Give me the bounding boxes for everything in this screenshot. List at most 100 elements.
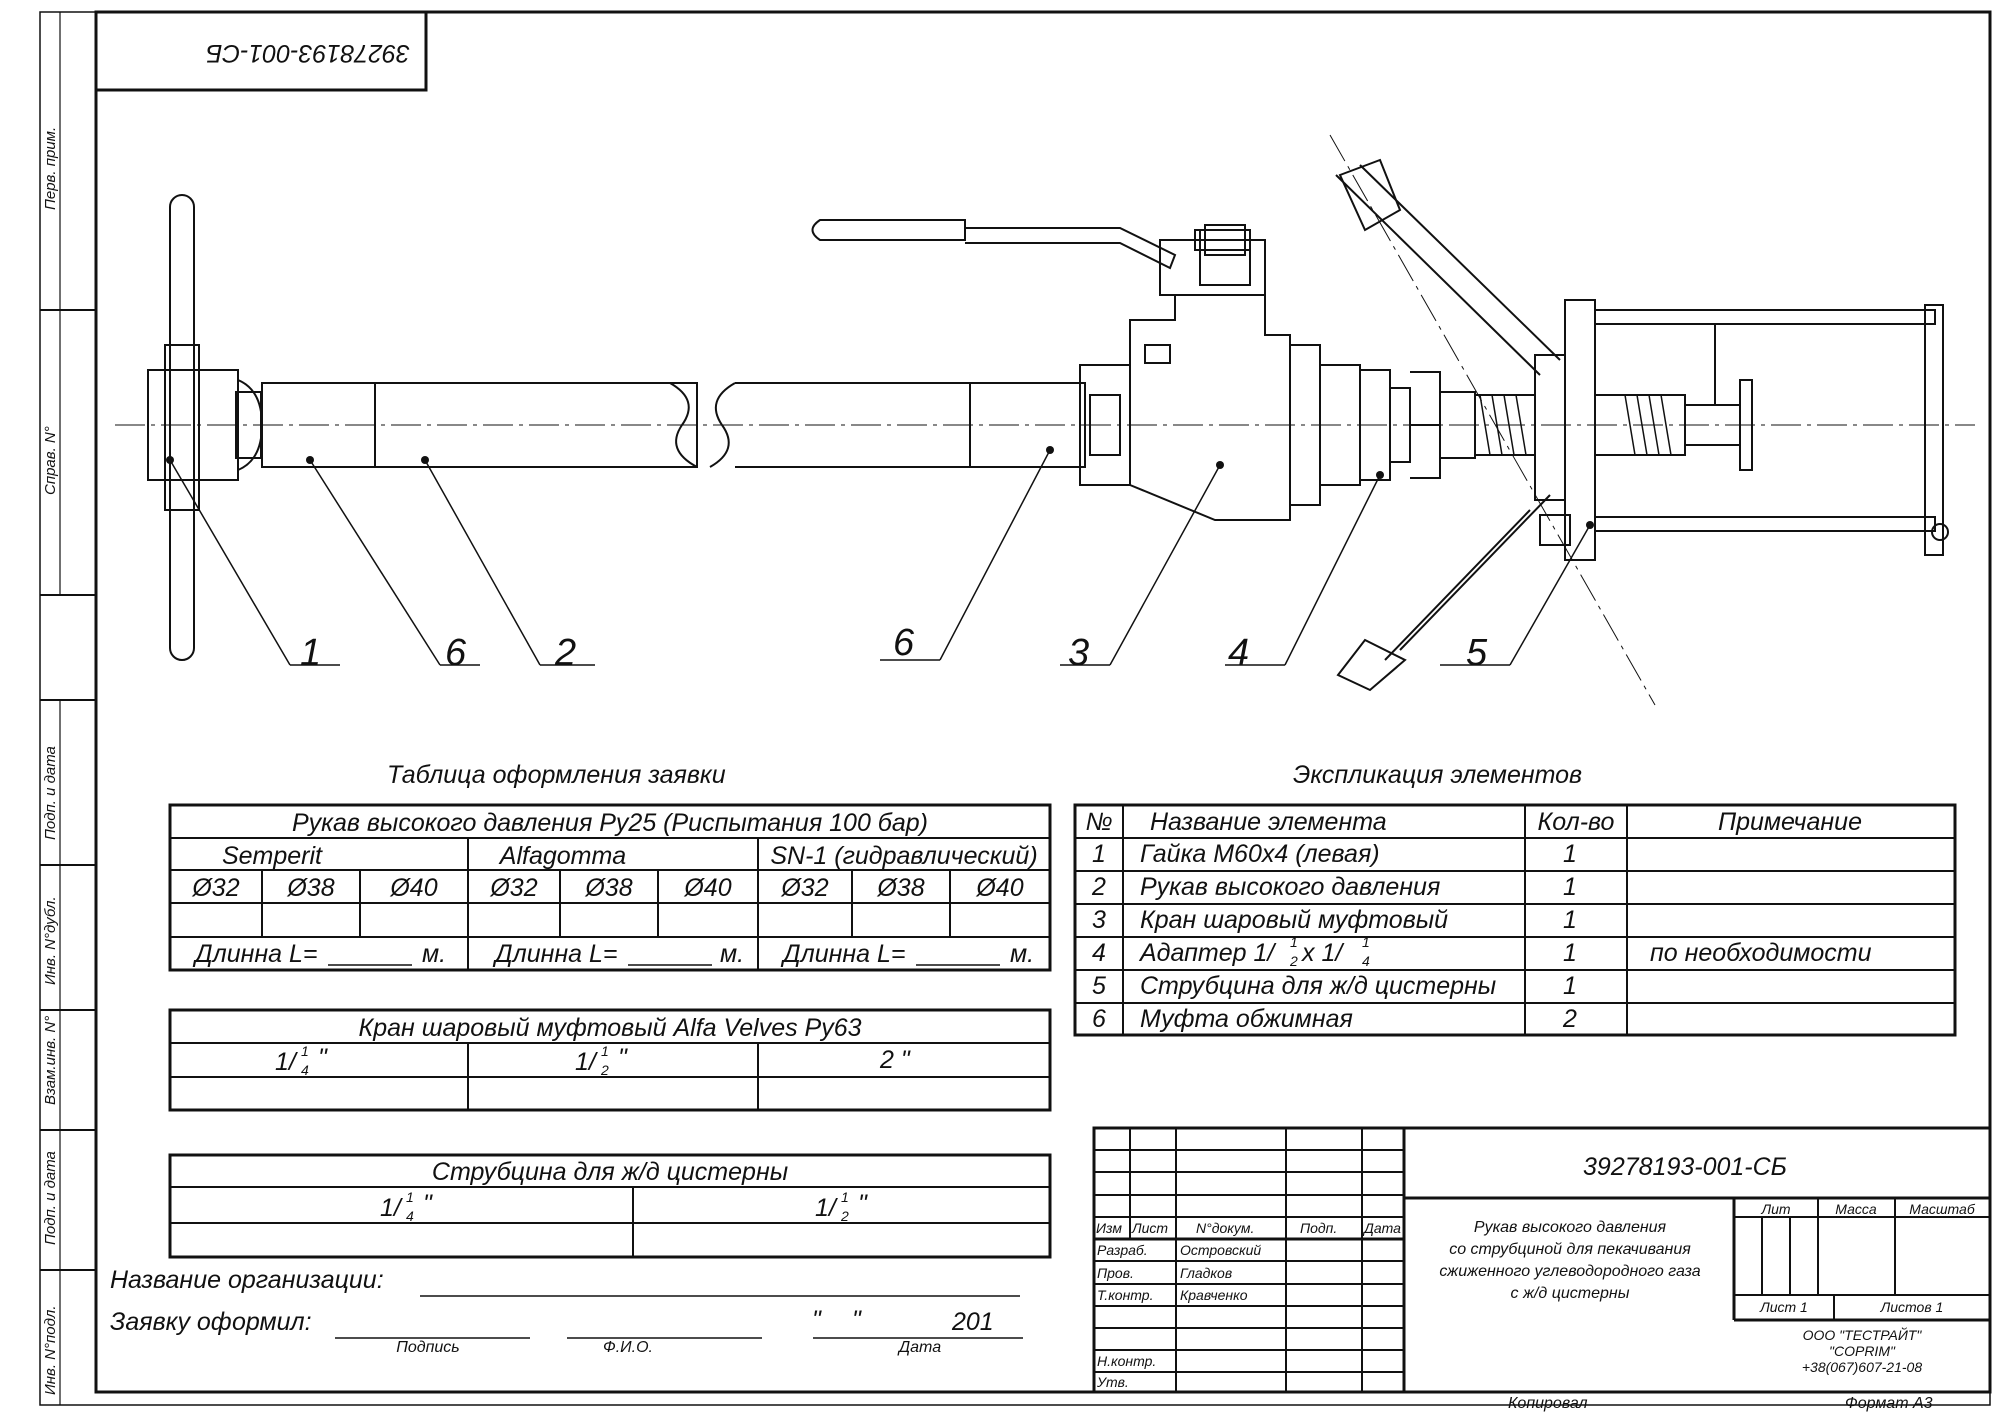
brand-sn1: SN-1 (гидравлический): [770, 842, 1037, 870]
diameter: Ø38: [876, 874, 924, 902]
frame: [39, 10, 1992, 1406]
svg-text:1: 1: [1563, 840, 1577, 868]
svg-text:Гайка М60х4 (левая): Гайка М60х4 (левая): [1140, 840, 1380, 868]
svg-text:5: 5: [1092, 972, 1106, 1000]
length-unit: м.: [422, 940, 446, 968]
valve-size-2: 2 ": [879, 1046, 911, 1074]
signature-caption: Подпись: [396, 1339, 459, 1356]
description-line: со струбциной для пекачивания: [1449, 1241, 1691, 1258]
diameter: Ø38: [584, 874, 632, 902]
svg-text:1: 1: [1290, 934, 1298, 950]
callout-6b: 6: [893, 622, 915, 664]
clamp-title: Струбцина для ж/д цистерны: [432, 1158, 788, 1186]
svg-text:4: 4: [1362, 953, 1370, 969]
lit-label: Лит: [1760, 1201, 1790, 1217]
description-line: Рукав высокого давления: [1474, 1219, 1667, 1236]
length-label: Длинна L=: [492, 940, 617, 968]
title-block-text: 39278193-001-СБ Рукав высокого давления …: [1096, 1153, 1976, 1412]
callout-6a: 6: [445, 632, 467, 674]
diameter: Ø38: [286, 874, 334, 902]
svg-text:2: 2: [1091, 873, 1106, 901]
quote-open: ": [812, 1306, 822, 1334]
leader-dots: [166, 446, 1594, 529]
svg-text:2: 2: [1562, 1005, 1577, 1033]
doc-number: 39278193-001-СБ: [1583, 1153, 1787, 1181]
order-table-valve: [168, 1008, 1052, 1112]
order-table-hose-text: Рукав высокого давления Ру25 (Риспытания…: [191, 809, 1037, 968]
col-header: Лист: [1131, 1220, 1168, 1236]
mass-label: Масса: [1835, 1201, 1877, 1217]
callout-2: 2: [554, 632, 576, 674]
side-label: Подп. и дата: [42, 1151, 59, 1245]
quote-close: ": [852, 1306, 862, 1334]
length-unit: м.: [1010, 940, 1034, 968]
diameter: Ø40: [389, 874, 437, 902]
name: Островский: [1180, 1242, 1261, 1258]
scale-label: Масштаб: [1909, 1201, 1976, 1217]
svg-text:1: 1: [841, 1189, 849, 1205]
order-table-clamp: [168, 1153, 1052, 1259]
svg-text:": ": [858, 1190, 868, 1218]
side-labels: Перв. прим. Справ. N° Подп. и дата Инв. …: [42, 127, 59, 1395]
svg-text:3: 3: [1092, 906, 1106, 934]
table-row: 3 Кран шаровый муфтовый 1: [1092, 906, 1577, 934]
explication-table: [1073, 803, 1957, 1037]
svg-text:1: 1: [1563, 873, 1577, 901]
clamp-size-1h: 1/: [815, 1194, 839, 1222]
diameter: Ø32: [191, 874, 239, 902]
callout-1: 1: [300, 632, 321, 674]
svg-text:1: 1: [601, 1043, 609, 1059]
svg-text:": ": [318, 1044, 328, 1072]
side-label: Справ. N°: [42, 426, 59, 495]
side-label: Инв. N°дубл.: [42, 896, 59, 985]
role-label: Пров.: [1097, 1265, 1134, 1281]
company-line: ООО "ТЕСТРАЙТ": [1803, 1326, 1923, 1343]
side-label: Взам.инв. N°: [42, 1016, 59, 1105]
diameter: Ø40: [975, 874, 1023, 902]
svg-text:6: 6: [1092, 1005, 1106, 1033]
side-label: Подп. и дата: [42, 746, 59, 840]
table-row: 4 Адаптер 1/ 1 2 х 1/ 1 4 1 по необходим…: [1092, 934, 1872, 969]
valve-size-1q: 1/: [275, 1048, 299, 1076]
company-line: +38(067)607-21-08: [1802, 1359, 1922, 1375]
explication-text: № Название элемента Кол-во Примечание 1 …: [1085, 808, 1871, 1033]
format-label: Формат А3: [1845, 1395, 1933, 1412]
svg-text:": ": [423, 1190, 433, 1218]
order-table-clamp-text: Струбцина для ж/д цистерны 1/ 1 4 " 1/ 1…: [380, 1158, 868, 1224]
order-form: Название организации: Заявку оформил: По…: [110, 1266, 994, 1356]
issuer-label: Заявку оформил:: [110, 1308, 312, 1336]
name-caption: Ф.И.О.: [603, 1339, 653, 1356]
svg-text:1: 1: [1563, 906, 1577, 934]
table-row: 6 Муфта обжимная 2: [1092, 1005, 1577, 1033]
explication-caption: Экспликация элементов: [1293, 761, 1582, 789]
description-line: с ж/д цистерны: [1511, 1285, 1630, 1302]
svg-text:1: 1: [301, 1043, 309, 1059]
org-label: Название организации:: [110, 1266, 384, 1294]
order-form-lines: [335, 1295, 1023, 1339]
title-block: [1092, 1126, 1992, 1394]
length-label: Длинна L=: [192, 940, 317, 968]
explication-header: №: [1085, 808, 1112, 836]
callout-4: 4: [1228, 632, 1249, 674]
svg-text:2: 2: [600, 1062, 609, 1078]
valve-size-1h: 1/: [575, 1048, 599, 1076]
clamp-size-1q: 1/: [380, 1194, 404, 1222]
svg-text:Муфта обжимная: Муфта обжимная: [1140, 1005, 1353, 1033]
diameter: Ø32: [489, 874, 537, 902]
date-caption: Дата: [897, 1339, 941, 1356]
role-label: Разраб.: [1097, 1242, 1148, 1258]
order-table-caption: Таблица оформления заявки: [387, 761, 726, 789]
table-row: 1 Гайка М60х4 (левая) 1: [1092, 840, 1577, 868]
svg-text:2: 2: [840, 1208, 849, 1224]
col-header: Подп.: [1300, 1220, 1337, 1236]
rotated-doc-number: 39278193-001-СБ: [206, 39, 410, 67]
role-label: Утв.: [1096, 1374, 1129, 1390]
copied-label: Копировал: [1508, 1395, 1588, 1412]
svg-text:1: 1: [406, 1189, 414, 1205]
table-row: 5 Струбцина для ж/д цистерны 1: [1092, 972, 1577, 1000]
explication-header: Примечание: [1718, 808, 1862, 836]
svg-text:Рукав высокого давления: Рукав высокого давления: [1140, 873, 1440, 901]
svg-text:Адаптер 1/: Адаптер 1/: [1138, 939, 1277, 967]
table-row: 2 Рукав высокого давления 1: [1091, 873, 1577, 901]
